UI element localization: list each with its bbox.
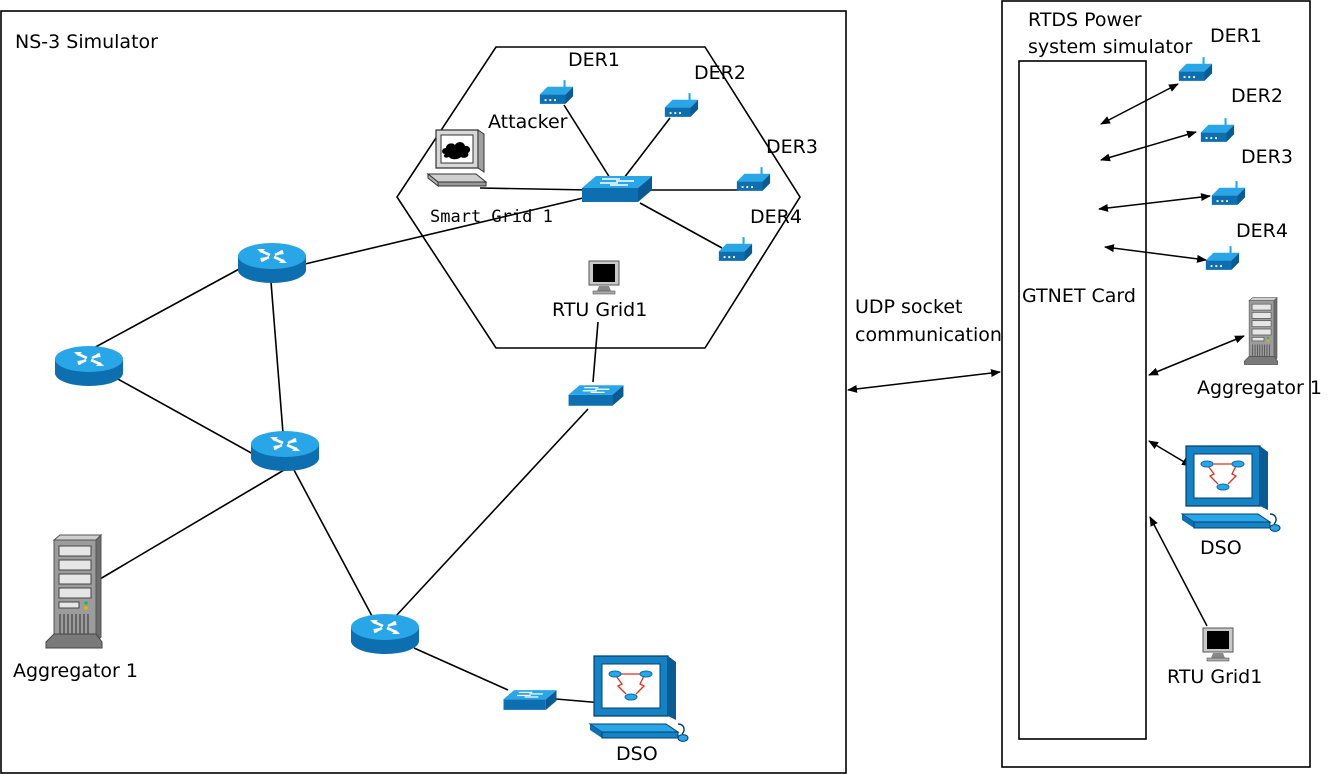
switch-icon	[567, 384, 625, 407]
rtds-title-line1: RTDS Power	[1028, 9, 1142, 31]
rtu-label: RTU Grid1	[552, 299, 647, 321]
rtds-der4-label: DER4	[1236, 220, 1288, 242]
smart-grid-label: Smart Grid 1	[430, 207, 553, 227]
ns3-links	[89, 104, 738, 704]
rtds-der2-label: DER2	[1231, 85, 1283, 107]
der-modem-icon	[1177, 56, 1214, 82]
rtds-title-line2: system simulator	[1028, 36, 1192, 58]
gtnet-card-box	[1018, 60, 1147, 740]
router-icon	[350, 613, 420, 655]
rtu-monitor-icon	[588, 260, 620, 295]
der4-label: DER4	[750, 206, 802, 228]
switch-icon	[581, 175, 653, 203]
der2-label: DER2	[694, 62, 746, 84]
der-modem-icon	[1199, 117, 1236, 143]
der1-label: DER1	[568, 49, 620, 71]
dso-label: DSO	[616, 743, 658, 765]
rtds-der3-label: DER3	[1241, 146, 1293, 168]
dso-workstation-icon	[589, 655, 689, 743]
dso-workstation-icon	[1181, 445, 1281, 533]
der3-label: DER3	[766, 136, 818, 158]
aggregator-label: Aggregator 1	[13, 660, 138, 682]
der-modem-icon	[1204, 245, 1241, 271]
der-modem-icon	[717, 236, 754, 262]
router-icon	[250, 430, 320, 472]
switch-icon	[502, 689, 558, 711]
gtnet-arrows	[1098, 83, 1245, 627]
rtds-simulator-box	[1001, 0, 1311, 768]
rtds-aggregator-label: Aggregator 1	[1197, 377, 1322, 399]
rtds-rtu-label: RTU Grid1	[1167, 666, 1262, 688]
ns3-title: NS-3 Simulator	[15, 31, 158, 53]
rtds-der1-label: DER1	[1210, 25, 1262, 47]
udp-link-arrow	[847, 369, 1001, 393]
router-icon	[237, 242, 307, 284]
smart-grid-hexagon	[396, 46, 801, 349]
attacker-label: Attacker	[488, 111, 568, 133]
der-modem-icon	[538, 79, 575, 105]
udp-label-line2: communication	[855, 324, 1002, 346]
udp-label-line1: UDP socket	[855, 296, 962, 318]
gtnet-card-label: GTNET Card	[1022, 285, 1136, 307]
der-modem-icon	[735, 166, 772, 192]
attacker-computer-icon	[427, 129, 487, 187]
router-icon	[54, 345, 124, 387]
aggregator-server-icon	[45, 534, 103, 649]
rtds-dso-label: DSO	[1200, 537, 1242, 559]
aggregator-server-icon	[1243, 297, 1279, 366]
der-modem-icon	[663, 92, 700, 118]
der-modem-icon	[1210, 180, 1247, 206]
rtu-monitor-icon	[1202, 627, 1234, 662]
ns3-simulator-box	[0, 10, 847, 774]
